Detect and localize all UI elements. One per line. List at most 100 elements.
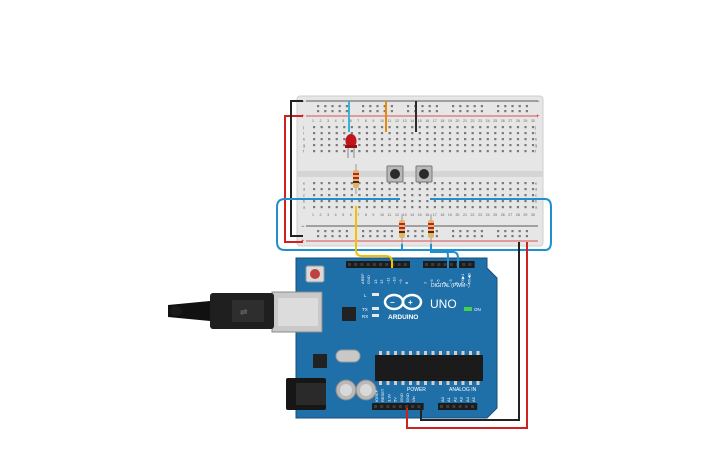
rail-hole[interactable] [459, 105, 462, 108]
breadboard-hole[interactable] [313, 194, 316, 197]
rail-hole[interactable] [525, 105, 528, 108]
breadboard-hole[interactable] [335, 200, 338, 203]
wire-yellow[interactable] [355, 206, 393, 268]
rail-hole[interactable] [407, 235, 410, 238]
breadboard-hole[interactable] [531, 206, 535, 209]
rail-hole[interactable] [407, 230, 410, 233]
breadboard-hole[interactable] [396, 200, 399, 203]
rail-hole[interactable] [452, 105, 455, 108]
breadboard-hole[interactable] [328, 132, 331, 135]
breadboard-hole[interactable] [388, 206, 391, 209]
breadboard-hole[interactable] [426, 126, 429, 129]
rail-hole[interactable] [525, 110, 528, 113]
breadboard-hole[interactable] [524, 206, 527, 209]
rail-hole[interactable] [435, 235, 438, 238]
breadboard-hole[interactable] [486, 200, 489, 203]
breadboard-hole[interactable] [471, 200, 474, 203]
breadboard-hole[interactable] [433, 150, 436, 153]
breadboard-hole[interactable] [501, 132, 504, 135]
rail-hole[interactable] [504, 105, 507, 108]
rail-hole[interactable] [390, 230, 393, 233]
breadboard-hole[interactable] [320, 182, 323, 185]
breadboard-hole[interactable] [350, 194, 353, 197]
breadboard-hole[interactable] [441, 188, 444, 191]
breadboard-hole[interactable] [441, 182, 444, 185]
breadboard-hole[interactable] [411, 206, 414, 209]
breadboard-hole[interactable] [486, 132, 489, 135]
breadboard-hole[interactable] [448, 144, 452, 147]
breadboard-hole[interactable] [320, 188, 323, 191]
header-pin[interactable] [360, 263, 364, 266]
rail-hole[interactable] [480, 230, 483, 233]
header-pin[interactable] [437, 263, 441, 266]
breadboard-hole[interactable] [524, 144, 527, 147]
breadboard-hole[interactable] [441, 194, 444, 197]
breadboard-hole[interactable] [524, 182, 527, 185]
rail-hole[interactable] [324, 230, 327, 233]
breadboard-hole[interactable] [373, 150, 376, 153]
wire-black-gnd[interactable] [420, 242, 520, 421]
breadboard-hole[interactable] [313, 138, 316, 141]
rail-hole[interactable] [480, 235, 483, 238]
rail-hole[interactable] [497, 105, 500, 108]
breadboard-hole[interactable] [418, 200, 421, 203]
breadboard-hole[interactable] [516, 206, 520, 209]
breadboard-hole[interactable] [358, 182, 361, 185]
header-pin[interactable] [392, 405, 396, 408]
breadboard-hole[interactable] [441, 150, 444, 153]
breadboard-hole[interactable] [501, 194, 504, 197]
breadboard-hole[interactable] [403, 126, 406, 129]
breadboard-hole[interactable] [494, 200, 497, 203]
breadboard-hole[interactable] [411, 132, 414, 135]
breadboard-hole[interactable] [441, 206, 444, 209]
breadboard-hole[interactable] [479, 188, 482, 191]
breadboard-hole[interactable] [403, 132, 406, 135]
breadboard-hole[interactable] [509, 138, 512, 141]
breadboard-hole[interactable] [403, 188, 406, 191]
breadboard-hole[interactable] [396, 126, 399, 129]
rail-hole[interactable] [435, 105, 438, 108]
breadboard-hole[interactable] [403, 150, 406, 153]
header-pin[interactable] [385, 263, 389, 266]
breadboard-hole[interactable] [441, 126, 444, 129]
breadboard-hole[interactable] [524, 138, 527, 141]
rail-hole[interactable] [452, 235, 455, 238]
breadboard-hole[interactable] [328, 188, 331, 191]
breadboard-hole[interactable] [448, 126, 452, 129]
rail-hole[interactable] [376, 110, 379, 113]
breadboard-hole[interactable] [464, 194, 467, 197]
breadboard-hole[interactable] [313, 206, 316, 209]
rail-hole[interactable] [435, 110, 438, 113]
breadboard-hole[interactable] [516, 132, 520, 135]
rail-hole[interactable] [390, 235, 393, 238]
breadboard-hole[interactable] [448, 206, 452, 209]
rail-hole[interactable] [369, 235, 372, 238]
arduino-uno-board[interactable]: ⇌ − + ARDUINO UNO DIGITAL (PWM~) [168, 257, 498, 419]
breadboard-hole[interactable] [403, 182, 406, 185]
breadboard-hole[interactable] [411, 138, 414, 141]
reset-button-cap[interactable] [310, 269, 320, 279]
breadboard-hole[interactable] [328, 206, 331, 209]
breadboard-hole[interactable] [456, 206, 459, 209]
breadboard-hole[interactable] [328, 150, 331, 153]
breadboard-hole[interactable] [365, 188, 369, 191]
breadboard-hole[interactable] [479, 132, 482, 135]
breadboard-hole[interactable] [418, 138, 421, 141]
rail-hole[interactable] [473, 235, 476, 238]
wire-red-left-rail[interactable] [284, 115, 303, 243]
breadboard-hole[interactable] [516, 144, 520, 147]
breadboard-hole[interactable] [426, 206, 429, 209]
rail-hole[interactable] [452, 110, 455, 113]
breadboard-hole[interactable] [343, 144, 346, 147]
breadboard-hole[interactable] [509, 126, 512, 129]
rail-hole[interactable] [407, 110, 410, 113]
breadboard-hole[interactable] [516, 150, 520, 153]
breadboard-hole[interactable] [380, 126, 384, 129]
breadboard-hole[interactable] [411, 126, 414, 129]
header-pin[interactable] [411, 405, 415, 408]
breadboard-hole[interactable] [501, 188, 504, 191]
rail-hole[interactable] [473, 230, 476, 233]
breadboard-hole[interactable] [343, 200, 346, 203]
breadboard-hole[interactable] [380, 206, 384, 209]
breadboard-hole[interactable] [501, 126, 504, 129]
